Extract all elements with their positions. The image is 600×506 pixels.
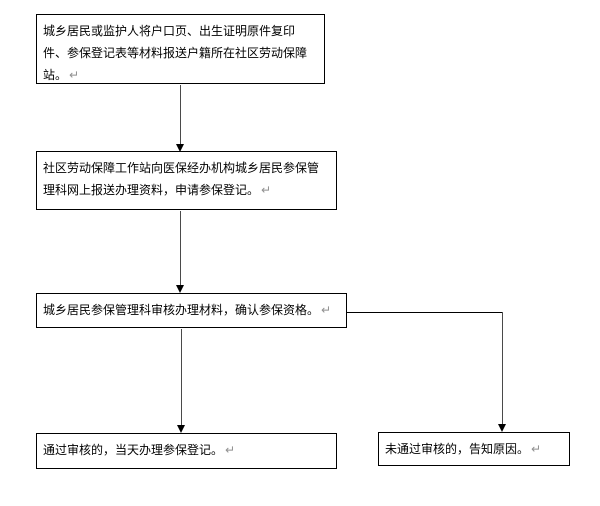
flow-node-text: 通过审核的，当天办理参保登记。 bbox=[43, 443, 224, 457]
flow-node-approved-register: 通过审核的，当天办理参保登记。↵ bbox=[36, 433, 337, 469]
connector-line-review-to-rejected bbox=[502, 312, 503, 424]
paragraph-return-mark: ↵ bbox=[531, 442, 542, 456]
flow-node-text: 社区劳动保障工作站向医保经办机构城乡居民参保管理科网上报送办理资料，申请参保登记… bbox=[43, 161, 320, 197]
connector-line-review-to-approved bbox=[181, 329, 182, 425]
connector-line-station-to-review bbox=[180, 211, 181, 285]
connector-line-submit-to-station bbox=[180, 85, 181, 144]
flow-node-text: 城乡居民或监护人将户口页、出生证明原件复印件、参保登记表等材料报送户籍所在社区劳… bbox=[43, 24, 308, 82]
flow-node-text: 城乡居民参保管理科审核办理材料，确认参保资格。 bbox=[43, 303, 320, 317]
arrowhead-down-icon bbox=[498, 424, 506, 432]
arrowhead-down-icon bbox=[176, 144, 184, 152]
connector-line-review-branch-horizontal bbox=[347, 312, 502, 313]
flow-node-station-online-report: 社区劳动保障工作站向医保经办机构城乡居民参保管理科网上报送办理资料，申请参保登记… bbox=[36, 151, 337, 210]
paragraph-return-mark: ↵ bbox=[69, 68, 80, 82]
flow-node-submit-materials: 城乡居民或监护人将户口页、出生证明原件复印件、参保登记表等材料报送户籍所在社区劳… bbox=[36, 14, 325, 84]
paragraph-return-mark: ↵ bbox=[225, 443, 236, 457]
flow-node-rejected-notify: 未通过审核的，告知原因。↵ bbox=[378, 432, 570, 466]
flow-node-text: 未通过审核的，告知原因。 bbox=[385, 442, 530, 456]
paragraph-return-mark: ↵ bbox=[261, 183, 272, 197]
paragraph-return-mark: ↵ bbox=[321, 303, 332, 317]
arrowhead-down-icon bbox=[176, 285, 184, 293]
arrowhead-down-icon bbox=[177, 425, 185, 433]
flow-node-review-materials: 城乡居民参保管理科审核办理材料，确认参保资格。↵ bbox=[36, 293, 347, 328]
